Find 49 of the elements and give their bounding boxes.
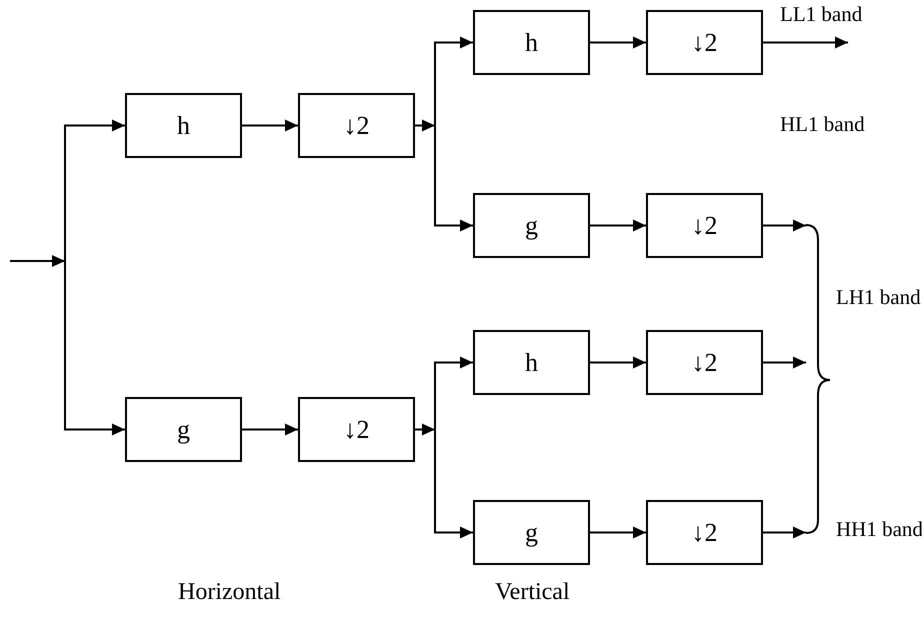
band-label: LH1 band — [836, 287, 921, 308]
block-label: h — [525, 350, 538, 376]
arrow — [590, 526, 646, 538]
arrow — [434, 430, 473, 538]
arrow — [434, 356, 473, 430]
process-box — [646, 500, 763, 565]
arrow — [763, 526, 806, 538]
band-label: HL1 band — [780, 114, 865, 135]
arrow — [434, 36, 473, 126]
arrow — [64, 261, 125, 436]
arrow — [590, 356, 646, 368]
block-label: ↓2 — [344, 416, 370, 442]
arrow — [64, 120, 125, 261]
block-label: g — [525, 212, 538, 238]
process-box — [125, 397, 242, 462]
block-label: g — [525, 520, 538, 546]
process-box — [473, 10, 590, 75]
arrow — [242, 424, 298, 436]
stage-label: Horizontal — [178, 580, 281, 604]
block-label: ↓2 — [692, 212, 718, 238]
arrow — [763, 356, 806, 368]
arrow — [415, 424, 435, 436]
arrow — [763, 220, 806, 232]
block-label: ↓2 — [692, 30, 718, 56]
arrow — [415, 120, 435, 132]
arrow — [434, 126, 473, 232]
arrow — [590, 220, 646, 232]
process-box — [298, 397, 415, 462]
curly-brace — [806, 224, 832, 535]
stage-label: Vertical — [495, 580, 570, 604]
block-label: ↓2 — [692, 520, 718, 546]
block-label: h — [525, 30, 538, 56]
block-label: g — [177, 416, 190, 442]
process-box — [298, 93, 415, 158]
block-label: ↓2 — [344, 112, 370, 138]
process-box — [473, 193, 590, 258]
process-box — [646, 330, 763, 395]
band-label: LL1 band — [780, 4, 862, 25]
arrow — [10, 255, 65, 267]
arrow — [590, 36, 646, 48]
arrow — [242, 120, 298, 132]
process-box — [125, 93, 242, 158]
process-box — [473, 500, 590, 565]
process-box — [473, 330, 590, 395]
process-box — [646, 10, 763, 75]
arrow — [763, 36, 848, 48]
block-label: ↓2 — [692, 350, 718, 376]
process-box — [646, 193, 763, 258]
block-label: h — [177, 112, 190, 138]
